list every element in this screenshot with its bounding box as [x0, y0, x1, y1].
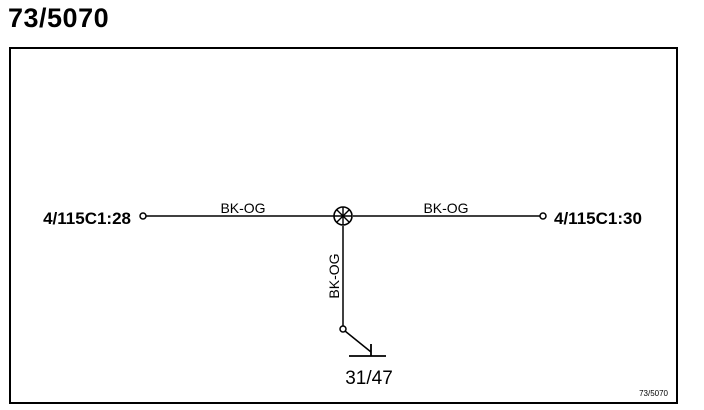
- terminal-icon[interactable]: [539, 212, 547, 220]
- wire-left-label: BK-OG: [220, 200, 265, 216]
- diagram-frame: [9, 47, 678, 404]
- wire-right-label: BK-OG: [423, 200, 468, 216]
- terminal-icon[interactable]: [139, 212, 147, 220]
- splice-icon[interactable]: [333, 206, 353, 226]
- terminal-icon[interactable]: [339, 325, 347, 333]
- diagram-reference: 73/5070: [639, 389, 668, 398]
- wire-down-label: BK-OG: [326, 253, 342, 298]
- ground-label: 31/47: [345, 368, 393, 389]
- connector-left-label: 4/115C1:28: [43, 209, 131, 228]
- page-title: 73/5070: [8, 3, 110, 33]
- connector-right-label: 4/115C1:30: [554, 209, 642, 228]
- ground-icon: [344, 330, 386, 357]
